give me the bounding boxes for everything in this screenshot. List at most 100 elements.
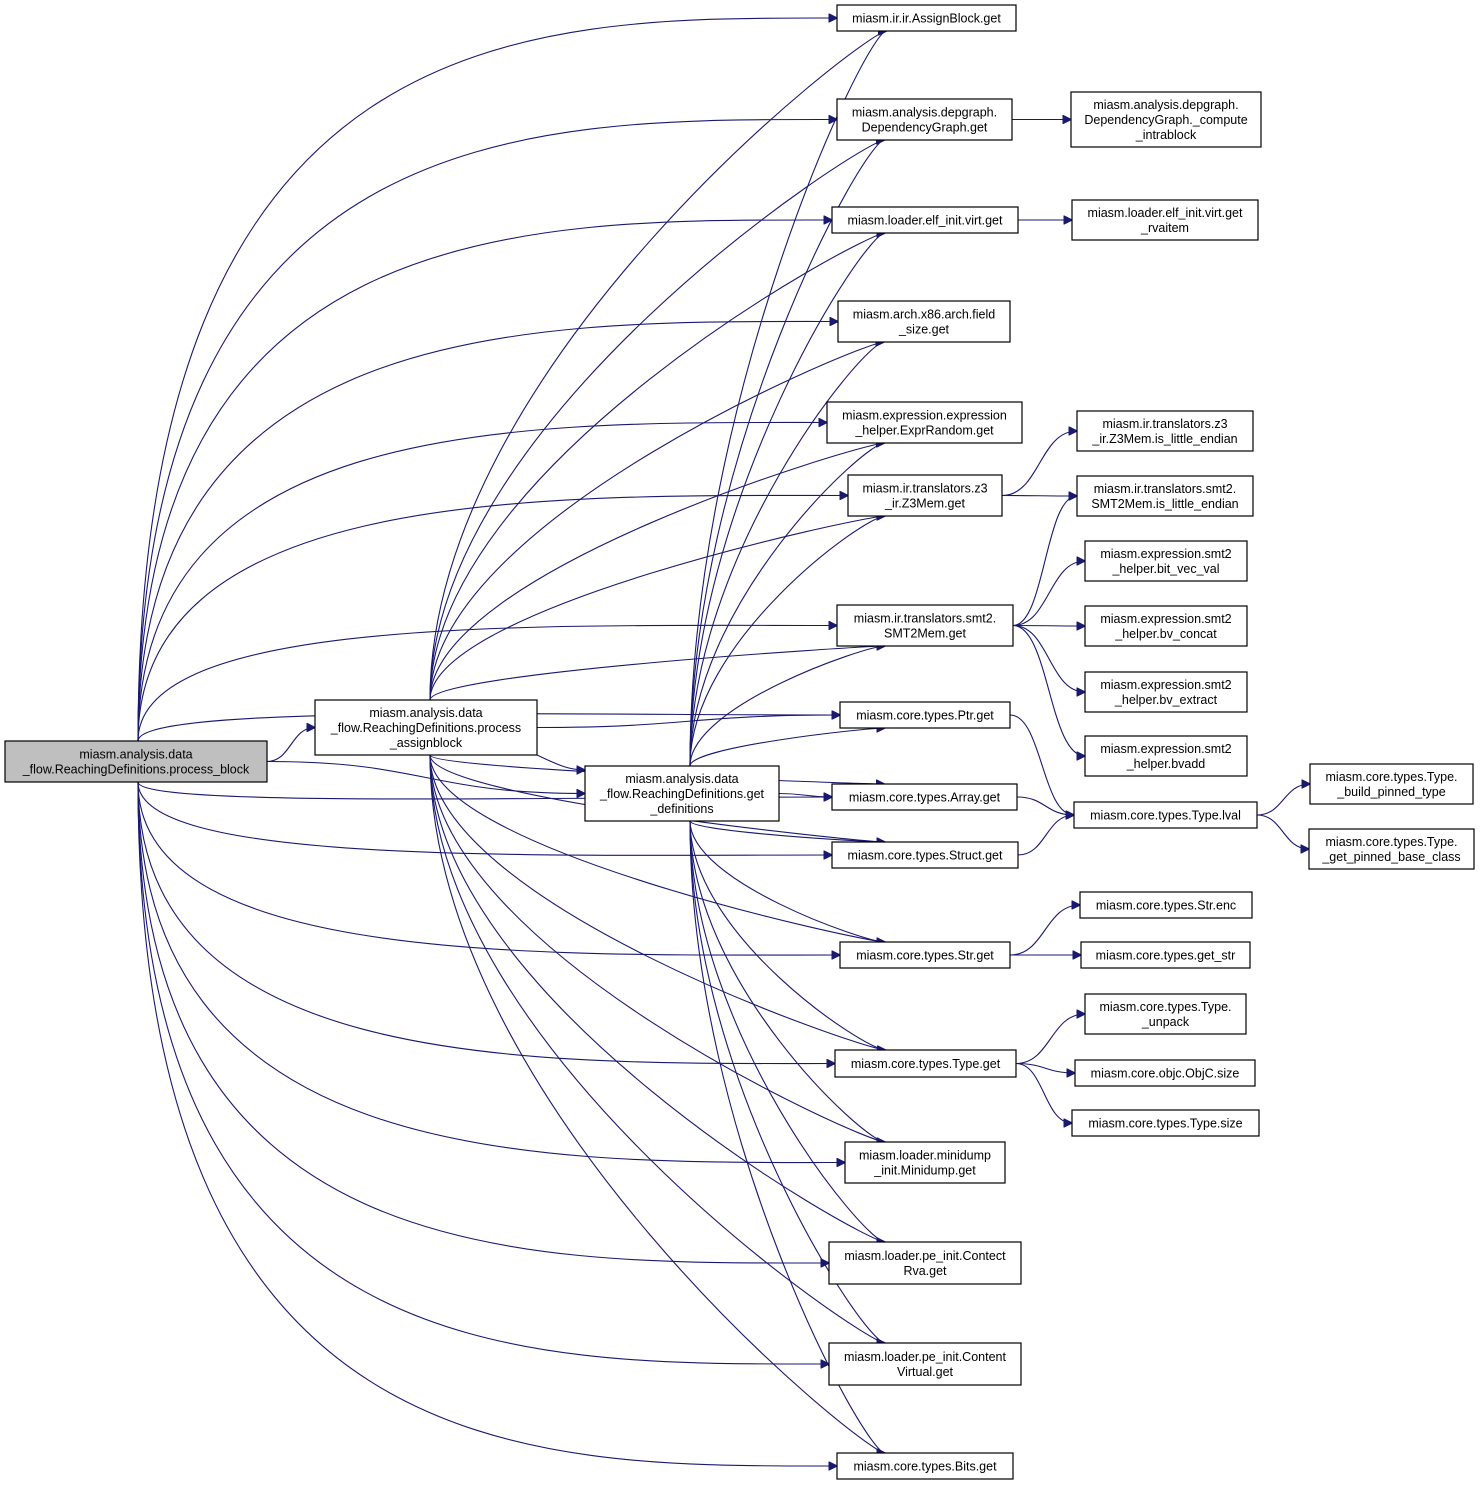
edge-pab-to-content [429, 754, 885, 1343]
node-label-assign-0: miasm.ir.ir.AssignBlock.get [852, 12, 1001, 26]
node-field[interactable]: miasm.arch.x86.arch.field_size.get [837, 300, 1011, 343]
node-label-array-0: miasm.core.types.Array.get [849, 791, 1001, 805]
edge-gdef-to-array [778, 794, 832, 798]
edge-pab-to-typeget [429, 754, 886, 1050]
node-label-compute-0: miasm.analysis.depgraph. [1093, 98, 1238, 112]
node-bitvec[interactable]: miasm.expression.smt2_helper.bit_vec_val [1084, 540, 1248, 582]
node-box-unpack [1084, 993, 1247, 1035]
node-label-z3little-0: miasm.ir.translators.z3 [1102, 417, 1227, 431]
edge-struct-to-lval [1017, 815, 1074, 856]
node-box-depg [836, 98, 1013, 141]
node-array[interactable]: miasm.core.types.Array.get [831, 783, 1018, 811]
node-label-bvconcat-1: _helper.bv_concat [1114, 627, 1217, 641]
node-label-z3get-1: _ir.Z3Mem.get [884, 497, 965, 511]
edge-pab-to-depg [429, 140, 885, 701]
node-rvaitem[interactable]: miasm.loader.elf_init.virt.get_rvaitem [1071, 199, 1259, 241]
node-lval[interactable]: miasm.core.types.Type.lval [1073, 801, 1258, 829]
node-box-content [828, 1342, 1022, 1386]
edge-root-to-pab [266, 728, 315, 763]
edge-pab-to-smtget [429, 646, 885, 701]
edge-root-to-struct [137, 781, 832, 855]
node-label-bvadd-0: miasm.expression.smt2 [1100, 742, 1231, 756]
node-assign[interactable]: miasm.ir.ir.AssignBlock.get [836, 4, 1017, 32]
node-elf[interactable]: miasm.loader.elf_init.virt.get [831, 206, 1019, 234]
node-smtlittle[interactable]: miasm.ir.translators.smt2.SMT2Mem.is_lit… [1076, 475, 1254, 517]
node-typeget[interactable]: miasm.core.types.Type.get [834, 1049, 1017, 1078]
node-root[interactable]: miasm.analysis.data_flow.ReachingDefinit… [4, 740, 268, 783]
node-label-z3get-0: miasm.ir.translators.z3 [862, 482, 987, 496]
node-smtget[interactable]: miasm.ir.translators.smt2.SMT2Mem.get [836, 604, 1014, 647]
node-box-gdef [584, 765, 780, 822]
node-box-strenc [1079, 891, 1253, 919]
node-bvconcat[interactable]: miasm.expression.smt2_helper.bv_concat [1084, 605, 1248, 647]
node-getstr[interactable]: miasm.core.types.get_str [1080, 941, 1251, 969]
node-buildpinned[interactable]: miasm.core.types.Type._build_pinned_type [1309, 763, 1474, 805]
node-compute[interactable]: miasm.analysis.depgraph.DependencyGraph.… [1070, 91, 1262, 148]
node-depg[interactable]: miasm.analysis.depgraph.DependencyGraph.… [836, 98, 1013, 141]
node-label-getpinned-1: _get_pinned_base_class [1321, 850, 1460, 864]
node-box-field [837, 300, 1011, 343]
edge-lval-to-getpinned [1256, 814, 1309, 849]
edge-ptr-to-lval [1009, 714, 1074, 815]
node-struct[interactable]: miasm.core.types.Struct.get [831, 841, 1019, 869]
edge-gdef-to-typeget [689, 820, 886, 1050]
node-bvextract[interactable]: miasm.expression.smt2_helper.bv_extract [1084, 671, 1248, 713]
node-label-unpack-1: _unpack [1141, 1015, 1190, 1029]
node-bvadd[interactable]: miasm.expression.smt2_helper.bvadd [1084, 735, 1248, 777]
node-label-bvextract-0: miasm.expression.smt2 [1100, 678, 1231, 692]
node-pab[interactable]: miasm.analysis.data_flow.ReachingDefinit… [314, 699, 538, 756]
node-unpack[interactable]: miasm.core.types.Type._unpack [1084, 993, 1247, 1035]
node-strget[interactable]: miasm.core.types.Str.get [839, 941, 1011, 969]
node-label-minid-1: _init.Minidump.get [873, 1164, 976, 1178]
node-label-unpack-0: miasm.core.types.Type. [1100, 1000, 1232, 1014]
node-gdef[interactable]: miasm.analysis.data_flow.ReachingDefinit… [584, 765, 780, 822]
edge-pab-to-field [429, 342, 884, 701]
edge-root-to-bits [137, 781, 837, 1466]
node-box-ptr [839, 701, 1011, 729]
node-objcsize[interactable]: miasm.core.objc.ObjC.size [1074, 1059, 1256, 1087]
node-box-bvadd [1084, 735, 1248, 777]
node-box-bitvec [1084, 540, 1248, 582]
node-box-buildpinned [1309, 763, 1474, 805]
node-label-typesize-0: miasm.core.types.Type.size [1088, 1117, 1242, 1131]
node-box-lval [1073, 801, 1258, 829]
node-label-compute-2: _intrablock [1135, 128, 1197, 142]
node-label-buildpinned-1: _build_pinned_type [1336, 785, 1445, 799]
node-strenc[interactable]: miasm.core.types.Str.enc [1079, 891, 1253, 919]
node-label-elf-0: miasm.loader.elf_init.virt.get [848, 214, 1003, 228]
node-label-field-0: miasm.arch.x86.arch.field [853, 308, 995, 322]
node-bits[interactable]: miasm.core.types.Bits.get [836, 1452, 1014, 1480]
node-ptr[interactable]: miasm.core.types.Ptr.get [839, 701, 1011, 729]
edge-pab-to-ptr [536, 715, 840, 729]
edge-pab-to-z3get [429, 516, 885, 701]
node-minid[interactable]: miasm.loader.minidump_init.Minidump.get [844, 1141, 1006, 1184]
edge-root-to-minid [137, 781, 845, 1163]
node-box-smtget [836, 604, 1014, 647]
node-exprr[interactable]: miasm.expression.expression_helper.ExprR… [826, 401, 1023, 444]
nodes-layer: miasm.analysis.data_flow.ReachingDefinit… [4, 4, 1475, 1480]
node-box-elf [831, 206, 1019, 234]
node-z3get[interactable]: miasm.ir.translators.z3_ir.Z3Mem.get [847, 474, 1003, 517]
edge-lval-to-buildpinned [1256, 784, 1310, 816]
edge-pab-to-exprr [429, 443, 885, 701]
node-z3little[interactable]: miasm.ir.translators.z3_ir.Z3Mem.is_litt… [1076, 410, 1254, 452]
node-getpinned[interactable]: miasm.core.types.Type._get_pinned_base_c… [1308, 828, 1475, 870]
edge-pab-to-elf [429, 233, 885, 701]
edge-gdef-to-ptr [689, 728, 885, 767]
node-box-minid [844, 1141, 1006, 1184]
edge-root-to-smtget [137, 625, 837, 742]
edge-smtget-to-bvconcat [1012, 626, 1085, 627]
node-label-bvadd-1: _helper.bvadd [1126, 757, 1206, 771]
node-typesize[interactable]: miasm.core.types.Type.size [1071, 1109, 1260, 1137]
node-label-minid-0: miasm.loader.minidump [859, 1149, 991, 1163]
edge-root-to-typeget [137, 781, 835, 1064]
node-box-pab [314, 699, 538, 756]
edge-gdef-to-depg [689, 140, 885, 767]
edge-gdef-to-elf [689, 233, 885, 767]
node-label-lval-0: miasm.core.types.Type.lval [1090, 809, 1241, 823]
edge-smtget-to-bitvec [1012, 561, 1085, 627]
node-label-exprr-1: _helper.ExprRandom.get [854, 424, 994, 438]
